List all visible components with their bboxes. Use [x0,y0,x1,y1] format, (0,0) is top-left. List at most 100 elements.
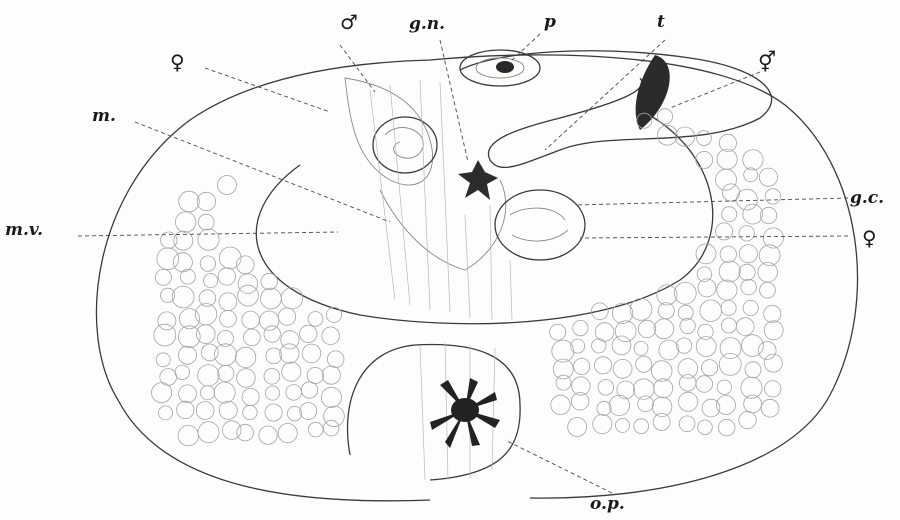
vesicle-cell [237,424,254,441]
vesicle-cell [630,299,652,321]
vesicle-cell [321,387,341,407]
leader-lines [78,34,848,493]
vesicle-cell [612,303,632,323]
vesicle-cell [326,307,341,322]
vesicle-cell [722,207,737,222]
vesicle-cell [697,131,712,146]
vesicle-cell [204,274,218,288]
vesicle-cell [200,256,215,271]
vesicle-cell [597,401,611,415]
vesicle-cell [179,385,197,403]
vesicle-cell [238,274,258,294]
vesicle-cell [741,279,757,295]
vesicle-cell [237,369,256,388]
vesicle-cell [152,383,172,403]
vesicle-cell [157,248,179,270]
vesicle-cell [286,385,302,401]
vesicle-cell [551,395,570,414]
vesicle-cell [198,365,219,386]
label-hermaphrodite: ⚥ [758,52,776,72]
vesicle-cell [720,246,736,262]
vesicle-cell [574,358,590,374]
vesicle-cell [179,346,197,364]
vesicle-cell [197,192,215,210]
vesicle-cell [324,406,345,427]
vesicle-cell [592,339,606,353]
vesicle-cell [593,415,612,434]
vesicle-cell [717,149,737,169]
vesicle-cell [260,311,279,330]
vesicle-cell [679,392,698,411]
vesicle-cell [617,381,635,399]
vesicle-cell [198,214,214,230]
vesicle-cell [700,300,722,322]
vesicle-cell [235,347,255,367]
vesicle-cell [201,344,218,361]
vesicle-cell [765,381,781,397]
label-mv: m.v. [5,222,43,239]
label-female-right: ♀ [862,228,877,248]
mantle-vesicles-right [550,109,784,437]
vesicle-cell [244,329,261,346]
vesicle-cell [739,411,756,428]
vesicle-cell [717,380,731,394]
vesicle-cell [764,305,781,322]
vesicle-cell [218,176,237,195]
vesicle-cell [261,273,277,289]
vesicle-cell [765,189,780,204]
vesicle-cell [154,324,176,346]
vesicle-cell [223,421,242,440]
vesicle-cell [698,279,716,297]
vesicle-cell [175,212,195,232]
gland-cell [495,190,585,260]
vesicle-cell [638,396,654,412]
vesicle-cell [721,318,736,333]
vesicle-cell [654,319,674,339]
vesicle-cell [178,425,198,445]
vesicle-cell [198,229,219,250]
vesicle-cell [242,311,260,329]
vesicle-cell [702,360,718,376]
vesicle-cell [651,361,672,382]
vesicle-cell [659,340,679,360]
vesicle-cell [680,318,695,333]
vesicle-cell [301,382,317,398]
vesicle-cell [609,395,629,415]
vesicle-cell [739,245,757,263]
vesicle-cell [302,344,321,363]
central-lobe-outline [256,110,712,324]
oral-process-outline [348,345,521,480]
vesicle-cell [739,226,754,241]
papilla-dot [496,61,514,73]
vesicle-cell [198,422,219,443]
vesicle-cell [598,380,614,396]
vesicle-cell [177,401,194,418]
label-op: o.p. [590,496,625,513]
vesicle-cell [759,168,777,186]
vesicle-cell [743,150,763,170]
vesicle-cell [678,305,693,320]
vesicle-cell [612,336,631,355]
vesicle-cell [634,341,648,355]
vesicle-cell [717,280,737,300]
vesicle-cell [180,269,195,284]
vesicle-cell [218,268,235,285]
vesicle-cell [280,344,299,363]
vesicle-cell [219,401,237,419]
vesicle-cell [220,310,237,327]
vesicle-cell [259,426,277,444]
vesicle-cell [196,402,214,420]
vesicle-cell [636,356,652,372]
vesicle-cell [679,375,696,392]
vesicle-cell [278,424,297,443]
vesicle-cell [634,419,649,434]
vesicle-cell [761,399,779,417]
female-gland-coils [385,128,423,159]
vesicle-cell [282,362,301,381]
vesicle-cell [218,365,234,381]
body-outline [96,55,857,501]
vesicle-cell [719,353,741,375]
label-male-top: ♂ [340,12,358,32]
vesicle-cell [300,325,317,342]
